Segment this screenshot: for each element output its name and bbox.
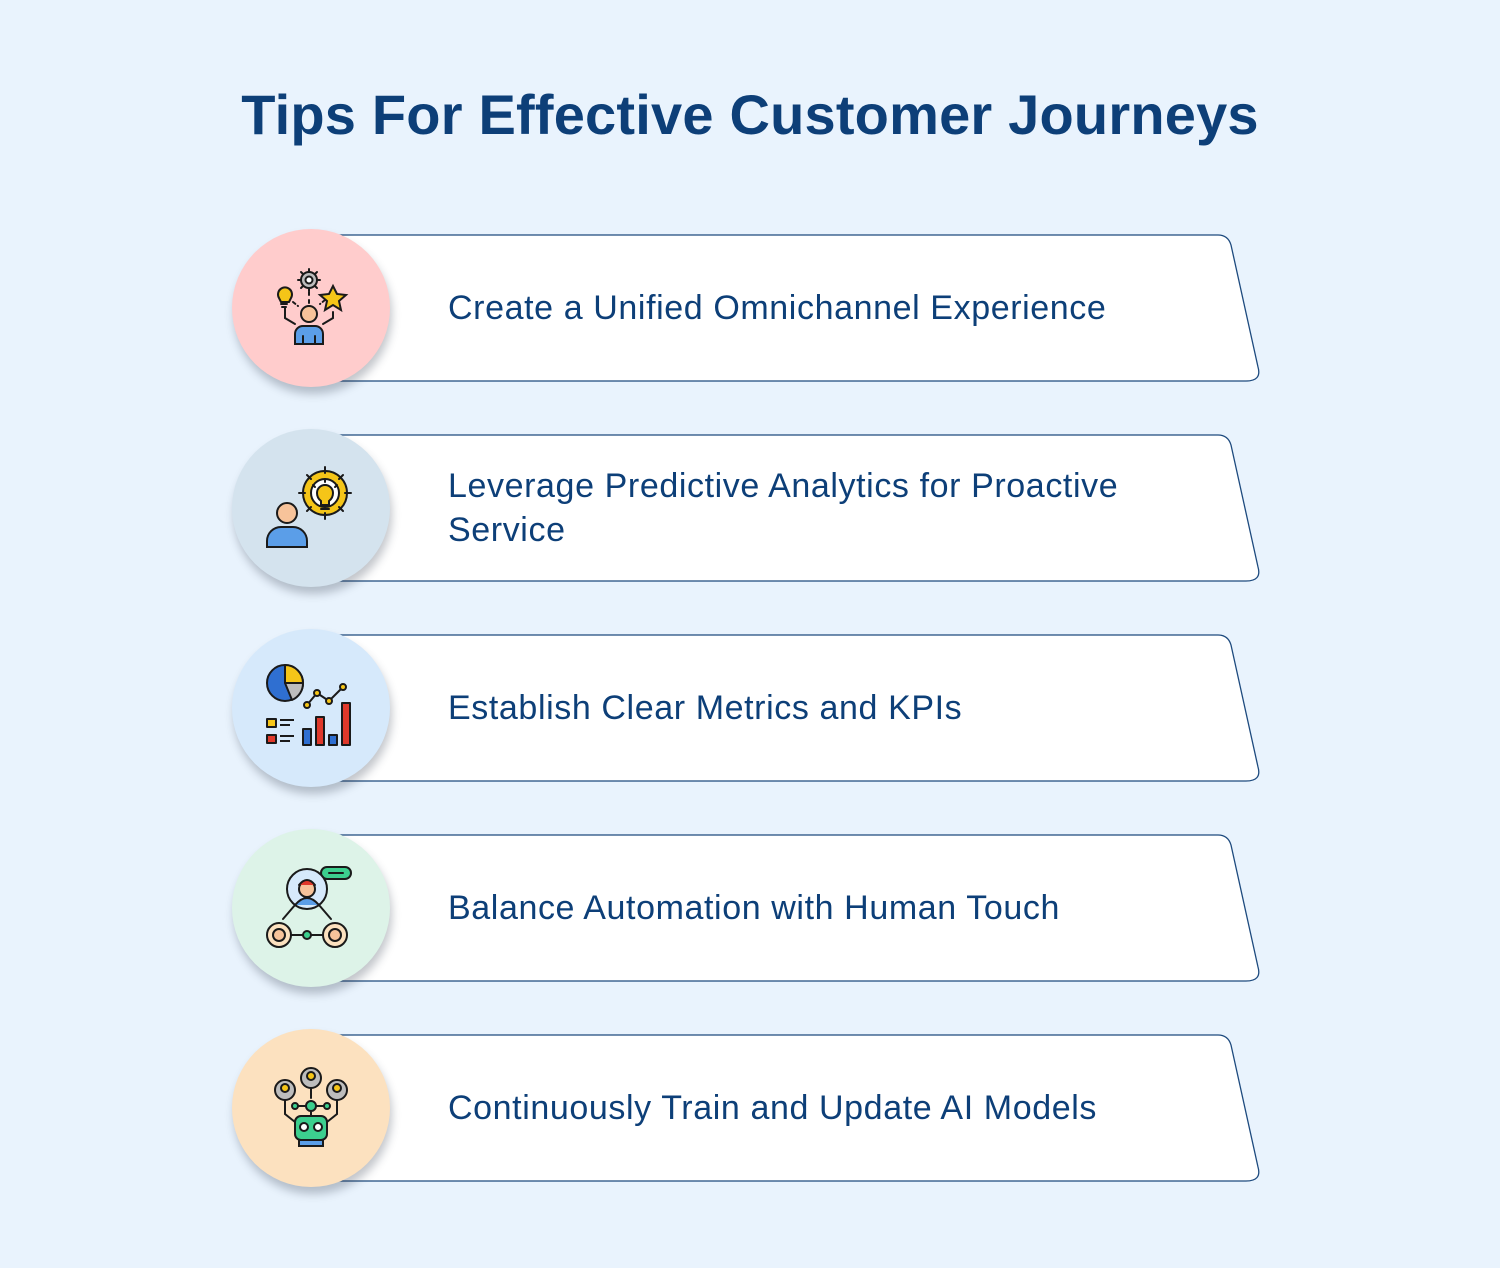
charts-icon — [266, 664, 351, 746]
tip-icon-circle — [232, 629, 390, 787]
tip-text: Leverage Predictive Analytics for Proact… — [448, 467, 1119, 549]
tip-icon-circle — [232, 829, 390, 987]
tip-icon-circle — [232, 429, 390, 587]
tip-item-1: Create a Unified Omnichannel Experience — [230, 227, 1270, 389]
person-ideas-icon — [277, 268, 349, 345]
tip-item-5: Continuously Train and Update AI Models — [230, 1027, 1270, 1189]
tip-icon-circle — [232, 1029, 390, 1187]
tip-item-2: Leverage Predictive Analytics for Proact… — [230, 427, 1270, 589]
agent-network-icon — [266, 866, 352, 948]
tip-item-4: Balance Automation with Human Touch — [230, 827, 1270, 989]
tip-text: Balance Automation with Human Touch — [448, 889, 1060, 927]
person-gear-bulb-icon — [266, 466, 352, 548]
tip-item-3: Establish Clear Metrics and KPIs — [230, 627, 1270, 789]
tip-text: Establish Clear Metrics and KPIs — [448, 689, 963, 727]
tip-text: Continuously Train and Update AI Models — [448, 1089, 1097, 1127]
tip-text: Create a Unified Omnichannel Experience — [448, 289, 1107, 327]
page-title: Tips For Effective Customer Journeys — [241, 83, 1259, 146]
tip-icon-circle — [232, 229, 390, 387]
robot-users-icon — [274, 1067, 348, 1147]
